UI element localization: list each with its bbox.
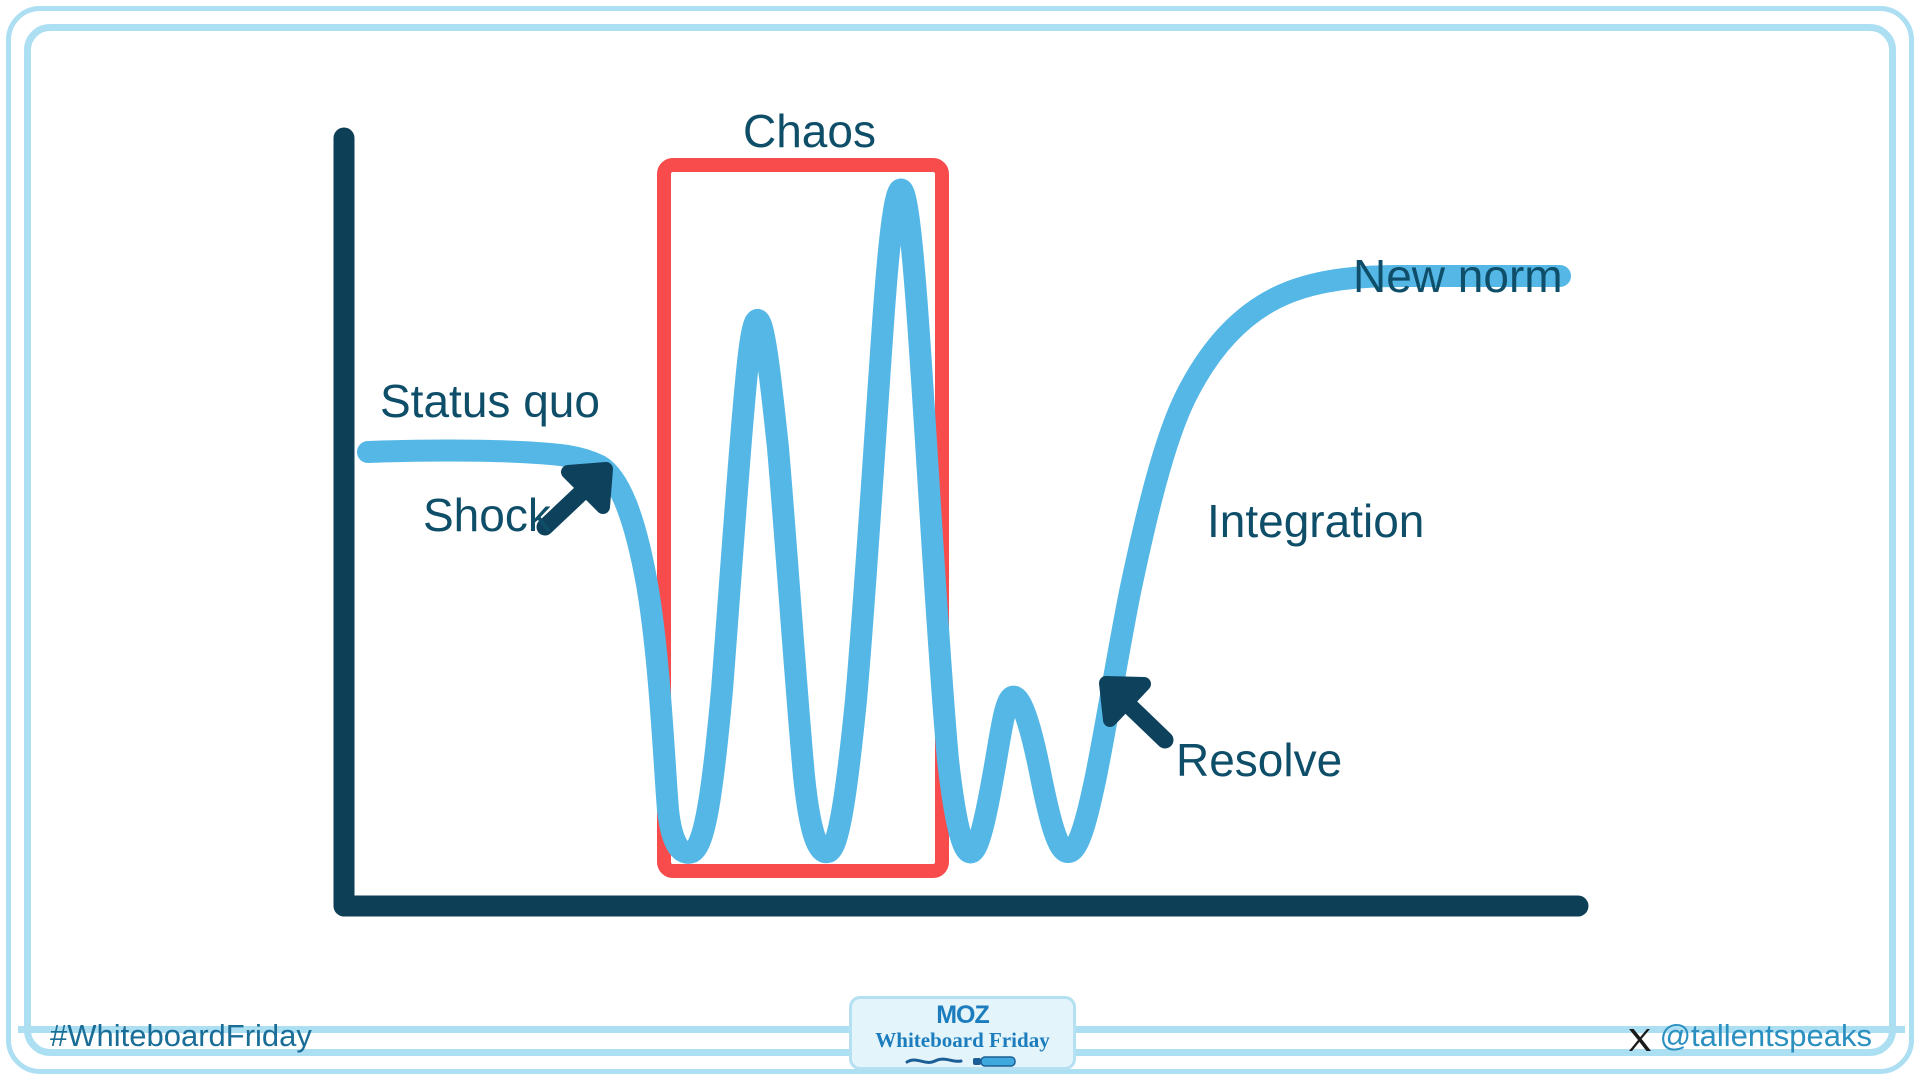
label-new-norm: New norm <box>1353 250 1563 302</box>
badge-connector-right <box>1073 1026 1905 1033</box>
label-status-quo: Status quo <box>380 375 600 427</box>
chart-axis <box>333 127 1589 917</box>
marker-icon <box>903 1054 1023 1073</box>
badge-connector-left <box>18 1026 852 1033</box>
x-logo-icon <box>1627 1025 1653 1051</box>
footer-hashtag: #WhiteboardFriday <box>50 1018 312 1053</box>
label-integration: Integration <box>1207 495 1425 547</box>
moz-logo-text: MOZ <box>936 1001 990 1029</box>
label-resolve: Resolve <box>1176 734 1343 786</box>
footer-handle: @tallentspeaks <box>1627 1018 1872 1054</box>
footer-handle-text: @tallentspeaks <box>1659 1018 1872 1053</box>
shock-arrow-icon <box>536 462 613 536</box>
resolve-arrow-icon <box>1099 676 1174 749</box>
moz-whiteboard-friday-badge: MOZ Whiteboard Friday <box>849 996 1076 1070</box>
chaos-highlight-box <box>657 158 949 878</box>
label-shock: Shock <box>423 489 551 541</box>
whiteboard-friday-text: Whiteboard Friday <box>875 1028 1050 1052</box>
label-chaos: Chaos <box>743 105 876 157</box>
change-curve-line <box>357 178 1571 864</box>
